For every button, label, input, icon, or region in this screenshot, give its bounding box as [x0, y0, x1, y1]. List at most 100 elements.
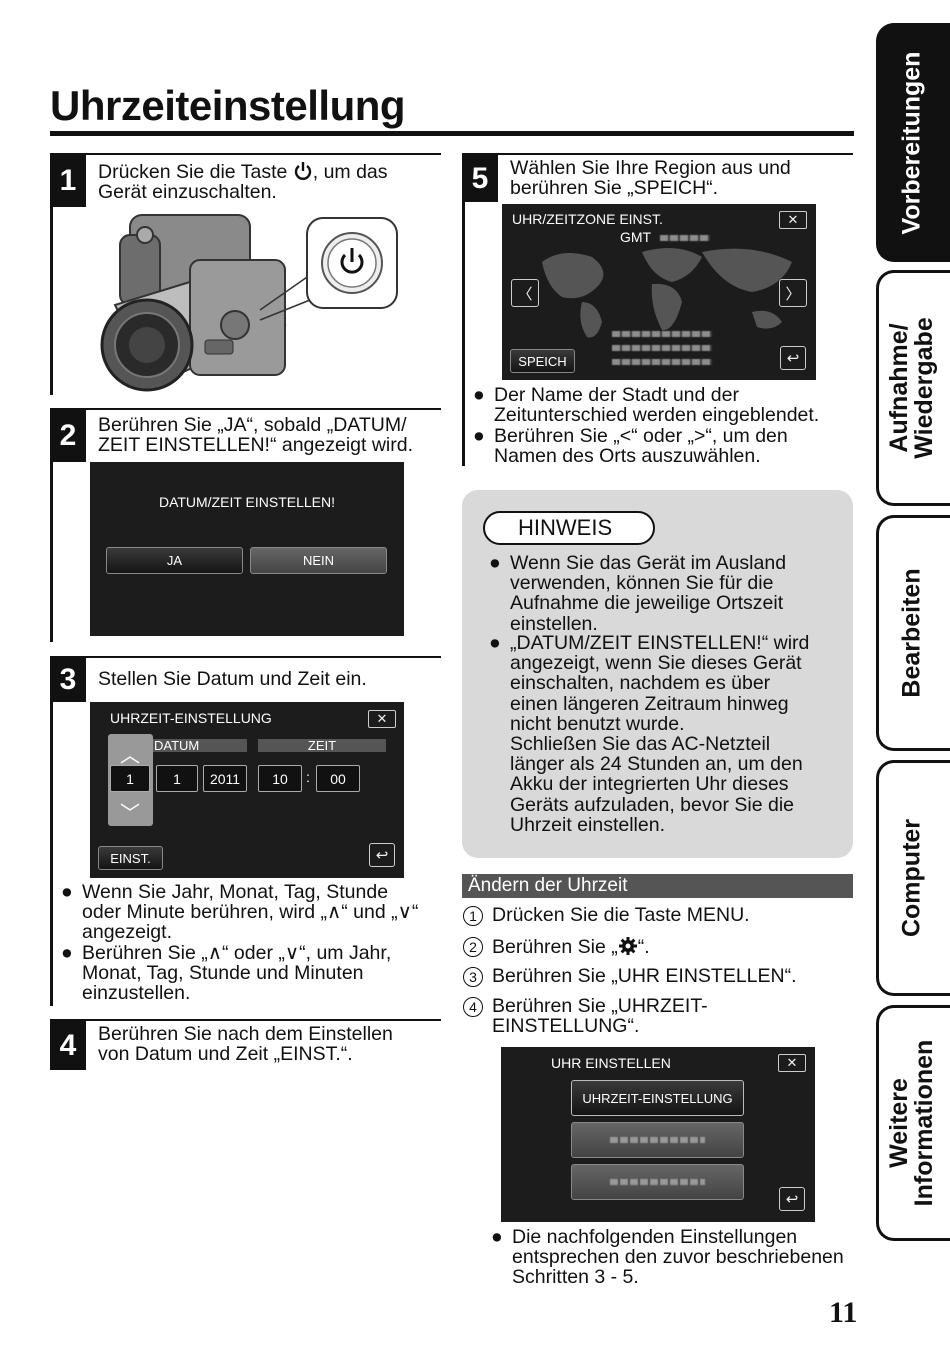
camcorder-illustration [100, 214, 398, 392]
bullet-text: „DATUM/ZEIT EINSTELLEN!“ wird angezeigt,… [510, 632, 810, 836]
step-3-number: 3 [50, 658, 86, 702]
tab-label: Aufnahme/ Wiedergabe [884, 317, 938, 459]
bullet-text: Wenn Sie das Gerät im Ausland verwenden,… [510, 552, 787, 635]
bullet-dot: ● [61, 942, 73, 964]
date-column-header: DATUM [152, 739, 247, 752]
bullet-dot: ● [489, 552, 501, 574]
no-button[interactable]: NEIN [250, 547, 387, 574]
hint-label: HINWEIS [483, 511, 655, 545]
step-2-rule [50, 408, 441, 410]
step-5-number: 5 [462, 155, 498, 202]
item-text-b: “. [637, 936, 650, 958]
close-icon[interactable]: ✕ [368, 710, 396, 728]
step-3-text: Stellen Sie Datum und Zeit ein. [98, 668, 367, 690]
chevron-up-icon[interactable]: ︿ [120, 745, 140, 767]
bullet-dot: ● [489, 632, 501, 654]
clock-setting-menu-item[interactable]: UHRZEIT-EINSTELLUNG [571, 1080, 744, 1116]
step-4-rule [50, 1019, 441, 1021]
tab-computer[interactable]: Computer [876, 760, 950, 996]
step-2-number: 2 [50, 410, 86, 462]
day-field[interactable]: 1 [110, 765, 150, 792]
world-map [542, 248, 792, 338]
step-4-number: 4 [50, 1021, 86, 1070]
set-button[interactable]: EINST. [98, 846, 163, 870]
gear-icon [618, 937, 637, 955]
item-number: 2 [463, 937, 483, 957]
bullet-dot: ● [473, 425, 485, 447]
power-icon [294, 162, 311, 180]
chevron-left-icon[interactable]: 〈 [511, 279, 539, 307]
step-1 [50, 155, 53, 395]
item-text-a: Berühren Sie „ [492, 936, 618, 958]
change-clock-heading: Ändern der Uhrzeit [462, 874, 853, 898]
tab-label: Vorbereitungen [897, 51, 925, 234]
time-separator: : [306, 769, 310, 785]
screen-title: UHR EINSTELLEN [551, 1055, 671, 1071]
bullet-dot: ● [491, 1226, 503, 1248]
bullet-text: Die nachfolgenden Einstellungen entsprec… [512, 1226, 844, 1289]
item-text: Berühren Sie „UHRZEIT- EINSTELLUNG“. [492, 995, 708, 1037]
step-1-text: Drücken Sie die Taste , um das Gerät ein… [98, 161, 438, 202]
screen-title: UHRZEIT-EINSTELLUNG [110, 710, 272, 726]
bullet-dot: ● [473, 384, 485, 406]
menu-text-blurred [610, 1137, 705, 1143]
item-number: 3 [463, 967, 483, 987]
step-1-rule [50, 153, 441, 155]
yes-button[interactable]: JA [106, 547, 243, 574]
step-1-text-a: Drücken Sie die Taste [98, 161, 293, 183]
chevron-right-icon[interactable]: 〉 [779, 279, 807, 307]
title-rule [50, 131, 854, 136]
step-2-text: Berühren Sie „JA“, sobald „DATUM/ ZEIT E… [98, 414, 414, 456]
clock-menu-screen: UHR EINSTELLEN ✕ UHRZEIT-EINSTELLUNG ↩ [501, 1047, 815, 1222]
tab-aufnahme-wiedergabe[interactable]: Aufnahme/ Wiedergabe [876, 270, 950, 506]
item-text: Drücken Sie die Taste MENU. [492, 904, 750, 926]
tab-label: Computer [897, 818, 925, 938]
bullet-text: Wenn Sie Jahr, Monat, Tag, Stunde oder M… [82, 881, 419, 944]
step-1-number: 1 [50, 155, 86, 207]
tab-label: Bearbeiten [897, 568, 925, 698]
gmt-offset-blurred [660, 235, 710, 241]
hint-box [462, 490, 853, 858]
step-1-text-c: Gerät einzuschalten. [98, 181, 277, 203]
hour-field[interactable]: 10 [258, 765, 302, 792]
menu-item-blurred[interactable] [571, 1164, 744, 1200]
step-5-text: Wählen Sie Ihre Region aus und berühren … [510, 157, 791, 199]
step-4-text: Berühren Sie nach dem Einstellen von Dat… [98, 1023, 393, 1065]
tab-weitere-informationen[interactable]: Weitere Informationen [876, 1005, 950, 1241]
city-name-blurred [612, 359, 712, 365]
city-name-blurred [612, 331, 712, 337]
step-5 [462, 155, 465, 466]
tab-label: Weitere Informationen [884, 1039, 938, 1207]
chevron-down-icon[interactable]: ﹀ [120, 803, 140, 825]
step-2 [50, 410, 53, 642]
back-icon[interactable]: ↩ [779, 1187, 805, 1211]
minute-field[interactable]: 00 [316, 765, 360, 792]
tab-bearbeiten[interactable]: Bearbeiten [876, 515, 950, 751]
menu-item-blurred[interactable] [571, 1122, 744, 1158]
save-button[interactable]: SPEICH [510, 349, 575, 373]
step-3 [50, 658, 53, 1006]
timezone-screen: UHR/ZEITZONE EINST. GMT ✕ 〈 〉 SPEICH ↩ [502, 204, 816, 380]
screen-title: UHR/ZEITZONE EINST. [512, 211, 663, 227]
bullet-text: Berühren Sie „∧“ oder „∨“, um Jahr, Mona… [82, 942, 392, 1005]
back-icon[interactable]: ↩ [369, 843, 395, 867]
step-5-rule [462, 153, 853, 155]
city-name-blurred [612, 345, 712, 351]
close-icon[interactable]: ✕ [778, 1054, 806, 1072]
date-time-prompt-screen: DATUM/ZEIT EINSTELLEN! JA NEIN [90, 462, 404, 636]
item-number: 1 [463, 906, 483, 926]
clock-setting-screen: UHRZEIT-EINSTELLUNG ✕ DATUM ZEIT ︿ 1 ﹀ 1… [90, 702, 404, 878]
step-3-rule [50, 656, 441, 658]
item-text: Berühren Sie „ “. [492, 936, 650, 957]
page-title: Uhrzeiteinstellung [50, 82, 406, 129]
step-1-text-b: , um das [312, 161, 388, 183]
item-number: 4 [463, 997, 483, 1017]
close-icon[interactable]: ✕ [779, 211, 807, 229]
page-number: 11 [829, 1296, 858, 1329]
bullet-text: Der Name der Stadt und der Zeitunterschi… [494, 384, 820, 427]
tab-vorbereitungen[interactable]: Vorbereitungen [876, 23, 950, 262]
back-icon[interactable]: ↩ [780, 346, 806, 370]
year-field[interactable]: 2011 [203, 765, 247, 792]
month-field[interactable]: 1 [156, 765, 198, 792]
bullet-dot: ● [61, 881, 73, 903]
